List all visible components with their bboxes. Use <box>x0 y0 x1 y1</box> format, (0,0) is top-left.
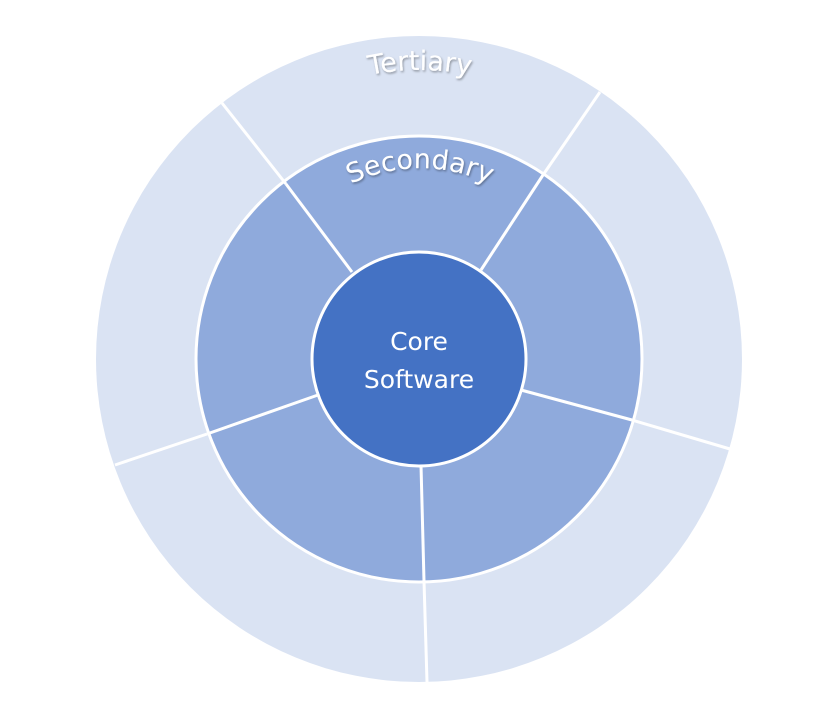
tertiary-divider-4 <box>422 580 429 683</box>
tertiary-divider-1 <box>220 102 288 185</box>
core-label-line1: Core <box>390 327 448 356</box>
tertiary-divider-5 <box>114 432 208 467</box>
secondary-outer-border <box>194 134 644 584</box>
secondary-divider-5 <box>206 393 319 436</box>
core-label-line2: Software <box>364 365 474 394</box>
secondary-divider-1 <box>284 183 354 273</box>
tertiary-divider-2 <box>541 91 602 176</box>
secondary-divider-4 <box>419 464 426 582</box>
secondary-dividers <box>206 174 633 582</box>
tertiary-divider-3 <box>631 418 731 451</box>
tertiary-dividers <box>114 91 731 683</box>
secondary-divider-2 <box>479 174 545 271</box>
core-circle <box>310 250 528 468</box>
secondary-divider-3 <box>520 388 633 422</box>
